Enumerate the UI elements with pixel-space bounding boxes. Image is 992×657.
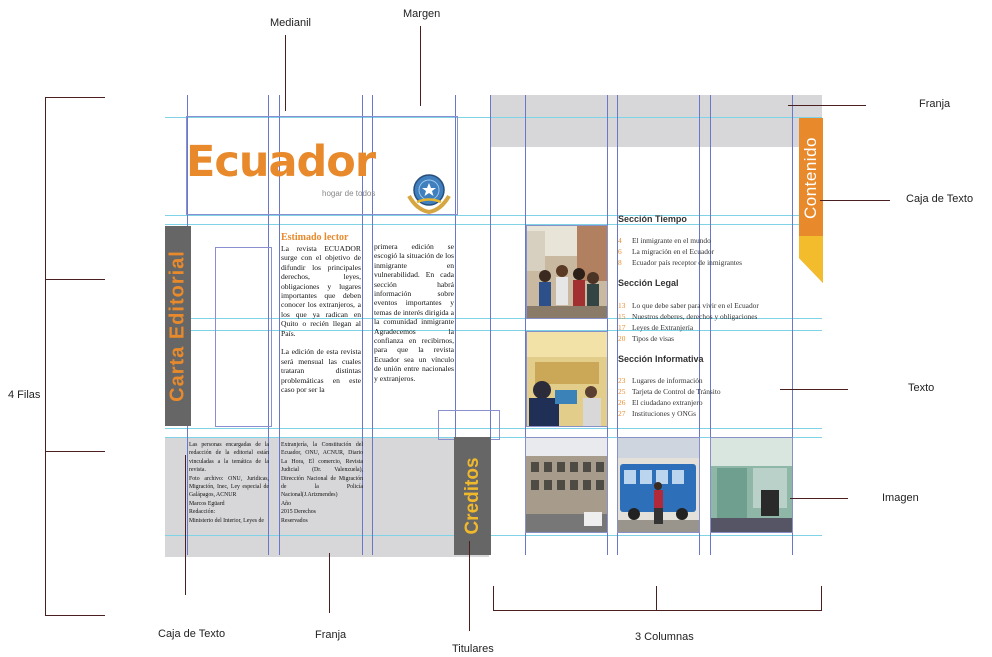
callout-line <box>493 586 494 611</box>
guide-h <box>165 437 822 438</box>
callout-line <box>45 97 105 98</box>
label-filas: 4 Filas <box>8 389 41 401</box>
label-franja-top: Franja <box>919 98 951 110</box>
guide-h <box>165 224 822 225</box>
callout-line <box>45 279 105 280</box>
creditos-title: Creditos <box>461 457 483 535</box>
label-franja-bottom: Franja <box>315 629 347 641</box>
callout-line <box>185 455 186 595</box>
label-caja-texto-right: Caja de Texto <box>906 193 974 205</box>
top-band-right <box>490 95 822 147</box>
frame-outline <box>186 116 458 215</box>
label-caja-texto-bottom: Caja de Texto <box>158 628 226 640</box>
guide-v <box>607 95 608 555</box>
callout-line <box>790 498 848 499</box>
callout-line <box>821 586 822 611</box>
guide-v <box>455 95 456 555</box>
guide-v <box>617 95 618 555</box>
toc-section-title: Sección Tiempo <box>618 214 687 224</box>
frame-outline <box>438 410 500 440</box>
guide-h <box>165 215 822 216</box>
label-imagen: Imagen <box>882 492 919 504</box>
guide-h <box>165 318 822 319</box>
editorial-col2: primera edición se escogió la situación … <box>374 242 454 383</box>
guide-v <box>710 95 711 555</box>
logo-title: Ecuador <box>186 137 376 187</box>
guide-v <box>268 95 269 555</box>
guide-v <box>792 95 793 555</box>
seal-icon <box>403 166 455 218</box>
callout-line <box>329 553 330 613</box>
callout-line <box>493 610 822 611</box>
label-titulares: Titulares <box>452 643 494 655</box>
label-columnas: 3 Columnas <box>635 631 694 643</box>
logo-tagline: hogar de todos <box>322 189 376 198</box>
label-medianil: Medianil <box>270 17 311 29</box>
guide-v <box>279 95 280 555</box>
callout-line <box>656 586 657 611</box>
callout-line <box>45 451 105 452</box>
photo-building <box>526 438 607 532</box>
frame-outline <box>215 247 272 427</box>
toc-section-title: Sección Informativa <box>618 354 704 364</box>
callout-line <box>45 615 105 616</box>
editorial-col1: La revista ECUADOR surge con el objetivo… <box>281 244 361 395</box>
credits-col1: Las personas encargadas de la redacción … <box>189 442 269 524</box>
guide-h <box>165 535 822 536</box>
label-texto: Texto <box>908 382 935 394</box>
photo-office <box>527 332 607 426</box>
guide-v <box>525 95 526 555</box>
editorial-heading: Estimado lector <box>281 232 349 243</box>
guide-h <box>165 428 822 429</box>
contenido-title: Contenido <box>801 136 820 219</box>
callout-line <box>780 389 848 390</box>
toc-section-title: Sección Legal <box>618 278 679 288</box>
contenido-title-box: Contenido <box>799 120 823 235</box>
callout-line <box>45 97 46 616</box>
guide-v <box>490 95 491 555</box>
photo-crowd <box>527 226 607 318</box>
callout-line <box>788 105 866 106</box>
callout-line <box>285 35 286 111</box>
label-margen: Margen <box>403 8 441 20</box>
creditos-title-box: Creditos <box>454 437 491 555</box>
bottom-band-left <box>165 437 489 557</box>
guide-v <box>699 95 700 555</box>
guide-v <box>362 95 363 555</box>
contenido-tab <box>799 118 823 283</box>
guide-h <box>165 117 822 118</box>
credits-col2: Extranjería, la Constitución del Ecuador… <box>281 442 363 524</box>
photo-bus <box>618 438 699 532</box>
guide-h <box>165 330 822 331</box>
callout-line <box>420 26 421 106</box>
photo-lobby <box>711 438 792 532</box>
callout-line <box>820 200 890 201</box>
guide-v <box>372 95 373 555</box>
carta-editorial-title: Carta Editorial <box>166 250 189 402</box>
carta-editorial-title-box: Carta Editorial <box>165 226 191 426</box>
callout-line <box>469 541 470 631</box>
